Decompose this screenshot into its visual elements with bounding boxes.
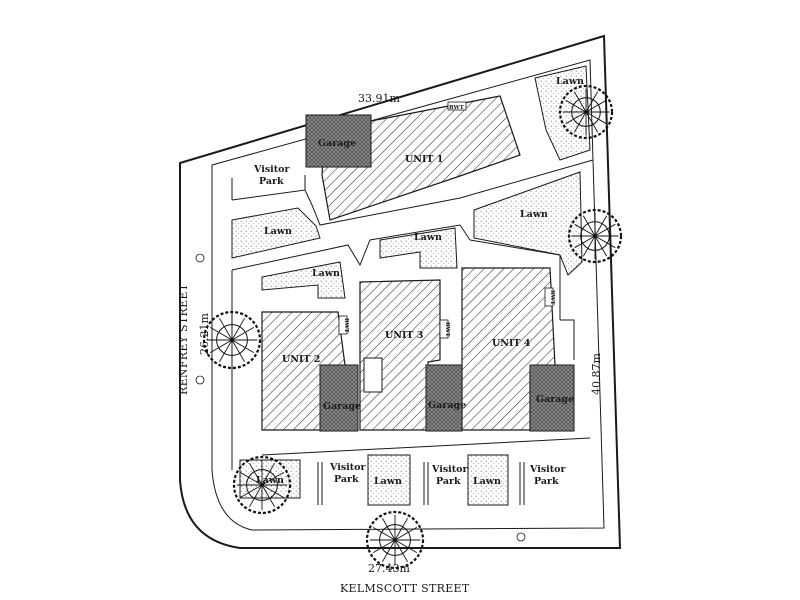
visitor-park-stripes xyxy=(231,175,525,505)
visitor-label-1: Visitor xyxy=(329,462,366,473)
lawn-front4 xyxy=(467,454,509,506)
rainwater-tanks xyxy=(338,101,554,339)
lawn-label-unit3: Lawn xyxy=(414,232,442,243)
lawn-label-unit1: Lawn xyxy=(556,76,584,87)
visitor-label-nw: Visitor xyxy=(253,164,290,175)
dim-west: 26.21m xyxy=(198,313,211,355)
dim-south: 27.43m xyxy=(368,562,410,575)
lawn-label-front3: Lawn xyxy=(374,476,402,487)
rwt-label-4: RWT xyxy=(549,290,555,306)
driveway-lines xyxy=(231,159,594,470)
rwt-label-2: RWT xyxy=(343,318,349,334)
garage-label-3: Garage xyxy=(428,400,466,411)
garages xyxy=(305,114,575,432)
dim-east: 40.87m xyxy=(590,353,603,395)
tree-icon xyxy=(202,310,262,370)
dim-north: 33.91m xyxy=(358,92,400,105)
lawn-unit3 xyxy=(379,227,458,269)
park-label-1: Park xyxy=(334,474,359,485)
garage-unit2 xyxy=(319,364,359,432)
garage-label-2: Garage xyxy=(323,401,361,412)
unit-3-label: UNIT 3 xyxy=(385,330,423,341)
courtyards xyxy=(363,357,383,393)
unit-4-label: UNIT 4 xyxy=(492,338,531,349)
rwt-label-1: RWT xyxy=(449,105,465,111)
street-west: RENFREY STREET xyxy=(177,283,190,395)
lawn-west xyxy=(231,207,321,259)
lawn-unit4 xyxy=(473,171,583,276)
lawn-label-sw: Lawn xyxy=(256,475,284,486)
lawn-label-west: Lawn xyxy=(264,226,292,237)
site-boundary xyxy=(179,34,622,549)
unit-1-label: UNIT 1 xyxy=(405,154,443,165)
survey-marks xyxy=(195,253,526,542)
tree-icon xyxy=(567,208,623,264)
garage-unit4 xyxy=(529,364,575,432)
street-south: KELMSCOTT STREET xyxy=(340,582,470,595)
visitor-label-3: Visitor xyxy=(529,464,566,475)
unit-2-label: UNIT 2 xyxy=(282,354,320,365)
garage-unit3 xyxy=(425,364,463,432)
lawn-front3 xyxy=(367,454,411,506)
tree-icon xyxy=(365,510,425,570)
lawn-label-unit2: Lawn xyxy=(312,268,340,279)
garage-unit1 xyxy=(305,114,372,168)
trees xyxy=(202,84,623,570)
park-label-3: Park xyxy=(534,476,559,487)
visitor-label-2: Visitor xyxy=(431,464,468,475)
lawn-unit2 xyxy=(261,261,346,299)
lawn-label-unit4: Lawn xyxy=(520,209,548,220)
park-label-2: Park xyxy=(436,476,461,487)
lawn-label-front4: Lawn xyxy=(473,476,501,487)
rwt-label-3: RWT xyxy=(444,322,450,338)
tree-icon xyxy=(232,455,292,515)
garage-label-4: Garage xyxy=(536,394,574,405)
park-label-nw: Park xyxy=(259,176,284,187)
tree-icon xyxy=(558,84,614,140)
garage-label-1: Garage xyxy=(318,138,356,149)
